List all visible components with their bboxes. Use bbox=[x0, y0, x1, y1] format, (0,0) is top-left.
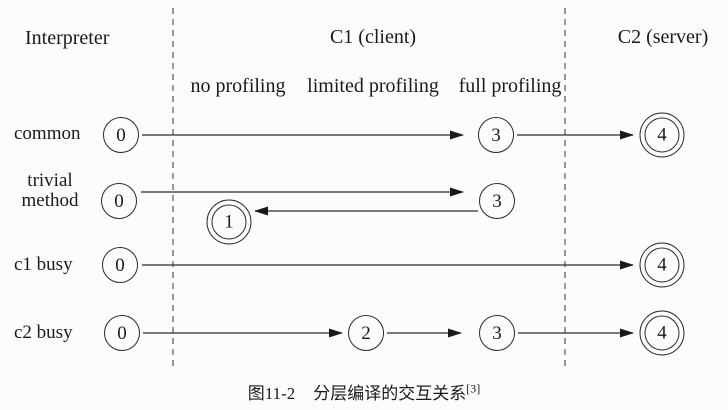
node-value: 0 bbox=[114, 190, 124, 212]
column-header-c2-server: C2 (server) bbox=[617, 26, 709, 48]
node-trivial-tier1-final: 1 bbox=[206, 199, 252, 245]
node-c2busy-tier4-final: 4 bbox=[639, 310, 685, 356]
node-value: 4 bbox=[657, 322, 667, 344]
caption-title: 分层编译的交互关系 bbox=[313, 384, 467, 403]
figure-caption: 图11-2 分层编译的交互关系[3] bbox=[0, 379, 728, 404]
subheader-full-profiling: full profiling bbox=[458, 75, 562, 97]
node-value: 3 bbox=[492, 190, 502, 212]
row-label-trivial-line1: trivial bbox=[27, 170, 73, 191]
column-header-c1-client: C1 (client) bbox=[329, 26, 417, 48]
node-inner-ring: 1 bbox=[211, 204, 247, 240]
node-c1busy-tier0: 0 bbox=[102, 247, 138, 283]
node-trivial-tier3: 3 bbox=[479, 183, 515, 219]
caption-figure-number: 图11-2 bbox=[247, 384, 296, 403]
row-label-common: common bbox=[14, 123, 81, 144]
node-inner-ring: 4 bbox=[644, 117, 680, 153]
row-label-c1-busy: c1 busy bbox=[14, 254, 73, 275]
node-value: 0 bbox=[116, 124, 126, 146]
row-label-trivial-line2: method bbox=[21, 190, 79, 211]
node-value: 1 bbox=[224, 211, 234, 233]
node-value: 4 bbox=[657, 124, 667, 146]
node-value: 4 bbox=[657, 254, 667, 276]
row-label-c2-busy: c2 busy bbox=[14, 322, 73, 343]
node-c1busy-tier4-final: 4 bbox=[639, 242, 685, 288]
node-value: 2 bbox=[361, 322, 371, 344]
node-inner-ring: 4 bbox=[644, 315, 680, 351]
node-c2busy-tier0: 0 bbox=[104, 315, 140, 351]
node-common-tier3: 3 bbox=[478, 117, 514, 153]
node-value: 3 bbox=[491, 124, 501, 146]
node-inner-ring: 4 bbox=[644, 247, 680, 283]
node-c2busy-tier2: 2 bbox=[348, 315, 384, 351]
subheader-no-profiling: no profiling bbox=[190, 75, 286, 97]
node-common-tier0: 0 bbox=[103, 117, 139, 153]
caption-reference: [3] bbox=[466, 381, 481, 396]
row-label-trivial-method: trivial method bbox=[13, 171, 87, 211]
column-header-interpreter: Interpreter bbox=[25, 27, 110, 49]
node-c2busy-tier3: 3 bbox=[479, 315, 515, 351]
node-value: 3 bbox=[492, 322, 502, 344]
node-value: 0 bbox=[117, 322, 127, 344]
subheader-limited-profiling: limited profiling bbox=[307, 75, 439, 97]
node-value: 0 bbox=[115, 254, 125, 276]
node-common-tier4-final: 4 bbox=[639, 112, 685, 158]
node-trivial-tier0: 0 bbox=[101, 183, 137, 219]
